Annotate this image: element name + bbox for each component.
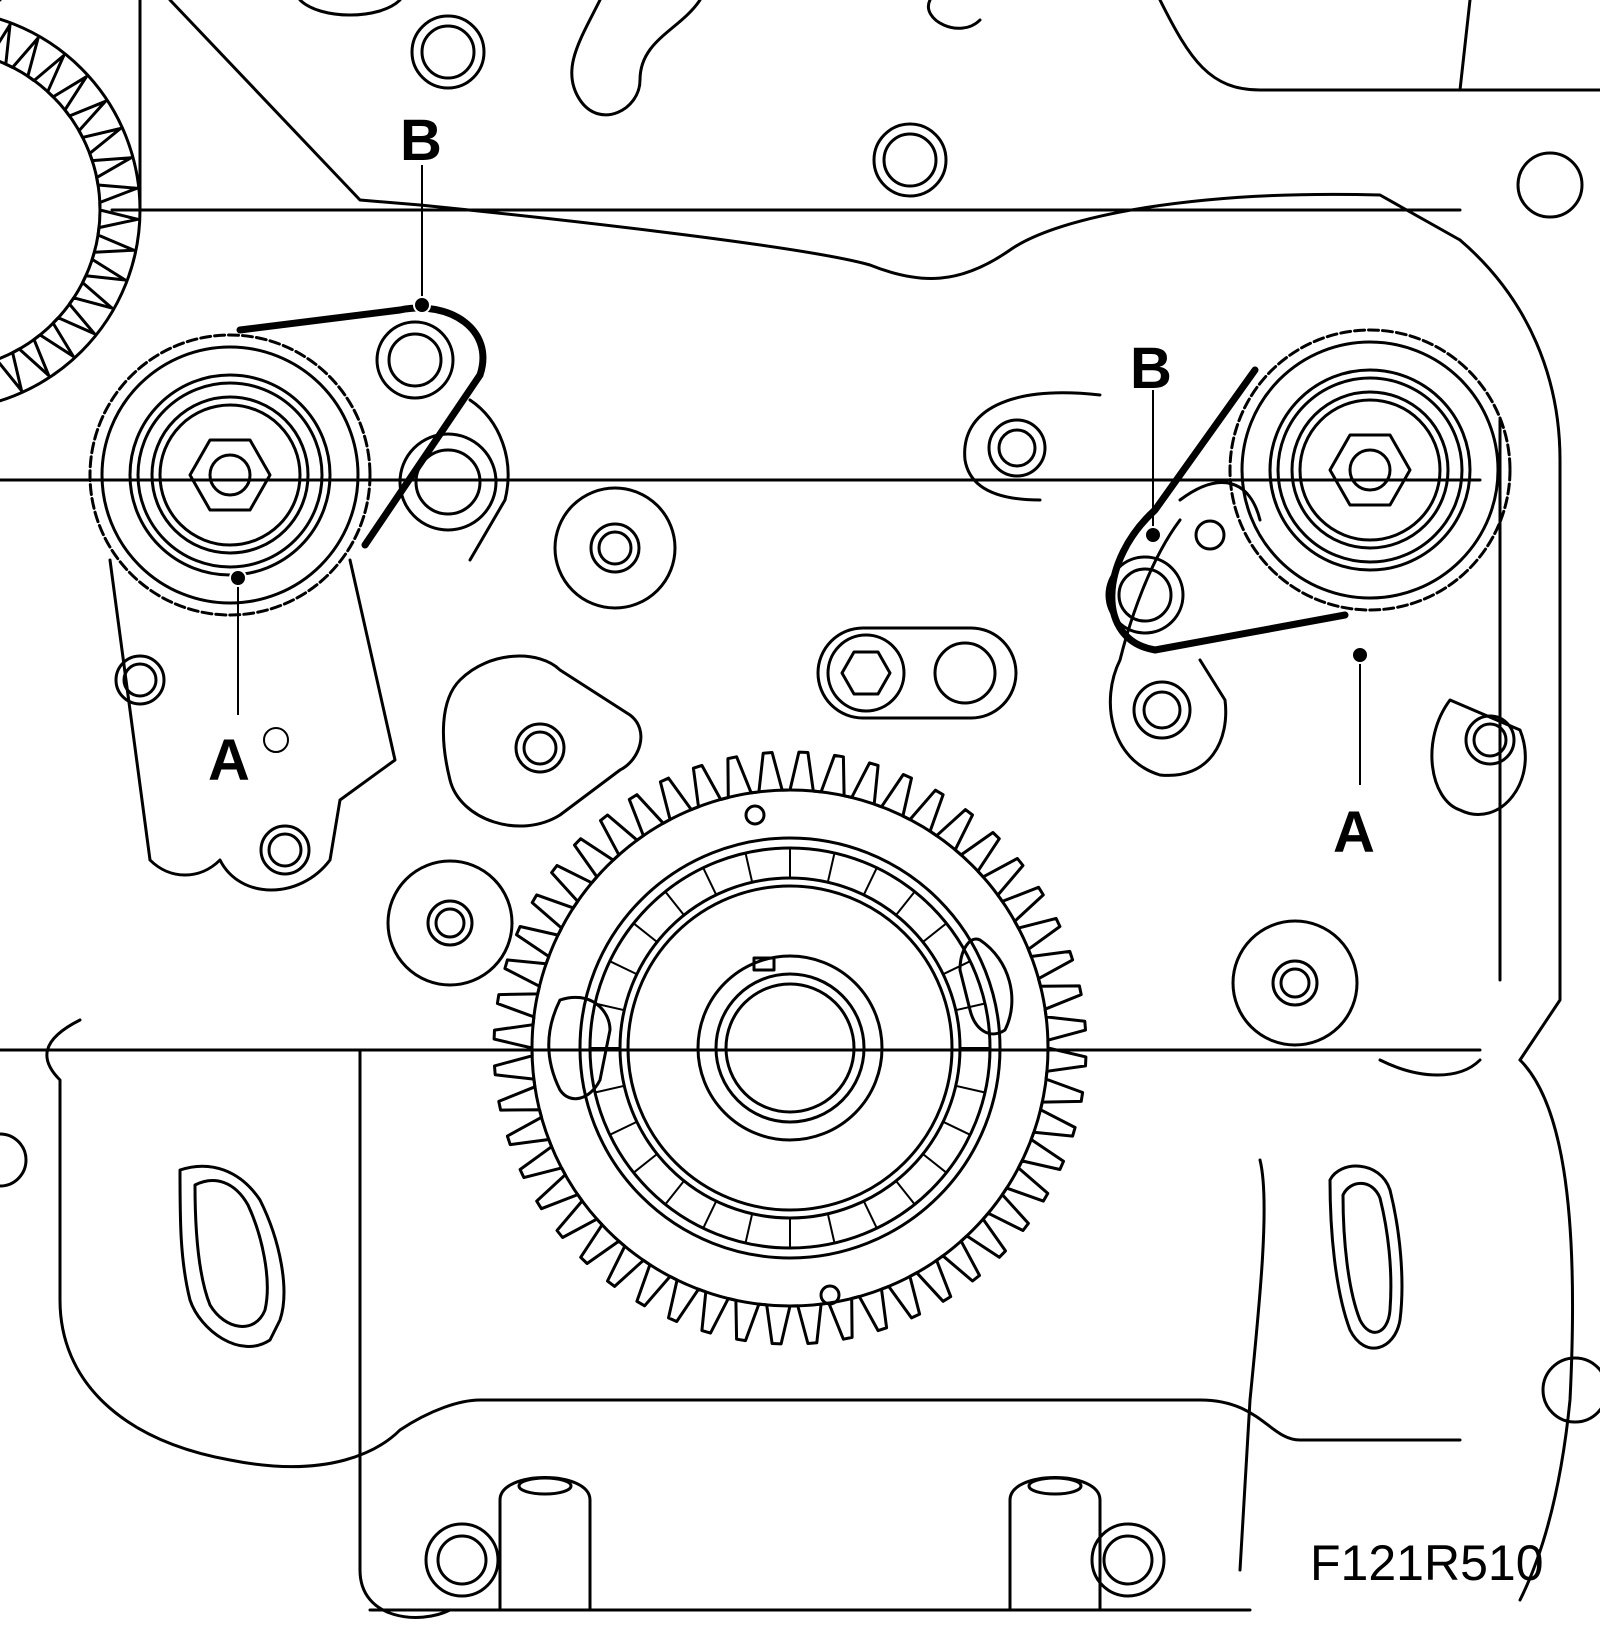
- left-camshaft-sprocket: [88, 333, 372, 617]
- label-right-sprocket: A: [1333, 800, 1375, 865]
- left-label-marker: [263, 727, 289, 753]
- crankshaft-gear-rib: [942, 1120, 971, 1136]
- lower-housing-pockets: [0, 1132, 1600, 1612]
- right-b-callout-dot: [1144, 526, 1162, 544]
- crankshaft-gear-rib: [862, 867, 878, 896]
- crankshaft-gear: [492, 750, 1088, 1346]
- crankshaft-gear-rib: [632, 922, 658, 943]
- label-left-sprocket: A: [208, 728, 250, 793]
- right-tensioner-roller: [1105, 555, 1185, 635]
- slotted-bracket: [816, 626, 1018, 720]
- left-tensioner-housing: [108, 398, 510, 892]
- left-tensioner-roller: [375, 320, 455, 400]
- callout-leaders: [229, 165, 1369, 785]
- crankshaft-gear-rib: [862, 1200, 878, 1229]
- label-left-tensioner: B: [400, 108, 442, 173]
- right-lower-boss: [1231, 919, 1359, 1047]
- center-mounting-bosses: [410, 14, 1584, 610]
- left-a-callout-dot: [229, 569, 247, 587]
- crankshaft-gear-rib: [744, 852, 754, 883]
- upper-left-gear-teeth: [0, 23, 140, 392]
- crankshaft-gear-rib: [942, 960, 971, 976]
- label-right-tensioner: B: [1130, 336, 1172, 401]
- crankshaft-gear-rib: [632, 1153, 658, 1174]
- crankshaft-gear-rib: [744, 1213, 754, 1244]
- crankshaft-gear-rib: [664, 890, 685, 916]
- crankshaft-gear-rib: [702, 1200, 718, 1229]
- left-belt: [236, 304, 487, 549]
- crankshaft-gear-rib: [826, 852, 836, 883]
- crankshaft-gear-rib: [895, 1180, 916, 1206]
- right-belt: [1108, 366, 1349, 654]
- left-lower-boss: [386, 859, 514, 987]
- crankshaft-gear-rib: [826, 1213, 836, 1244]
- figure-reference-code: F121R510: [1310, 1535, 1544, 1591]
- crankshaft-gear-rib: [922, 1153, 948, 1174]
- crankshaft-gear-rib: [922, 922, 948, 943]
- right-tensioner-housing: [963, 391, 1527, 817]
- crankshaft-gear-rib: [664, 1180, 685, 1206]
- crankshaft-gear-rib: [609, 1120, 638, 1136]
- left-b-callout-dot: [413, 296, 431, 314]
- crankshaft-gear-rib: [609, 960, 638, 976]
- right-a-callout-dot: [1351, 646, 1369, 664]
- upper-left-gear-partial: [0, 17, 142, 403]
- right-sprocket-bolt-head: [1328, 433, 1412, 507]
- crankshaft-gear-rib: [594, 1002, 625, 1012]
- cam-plate: [442, 654, 643, 828]
- left-sprocket-bolt-head: [188, 438, 272, 512]
- crankshaft-gear-teeth: [492, 750, 1088, 1346]
- crankshaft-gear-rib: [702, 867, 718, 896]
- crankshaft-gear-rib: [594, 1084, 625, 1094]
- crankshaft-gear-rib: [895, 890, 916, 916]
- right-camshaft-sprocket: [1228, 328, 1512, 612]
- crankshaft-gear-rib: [955, 1084, 986, 1094]
